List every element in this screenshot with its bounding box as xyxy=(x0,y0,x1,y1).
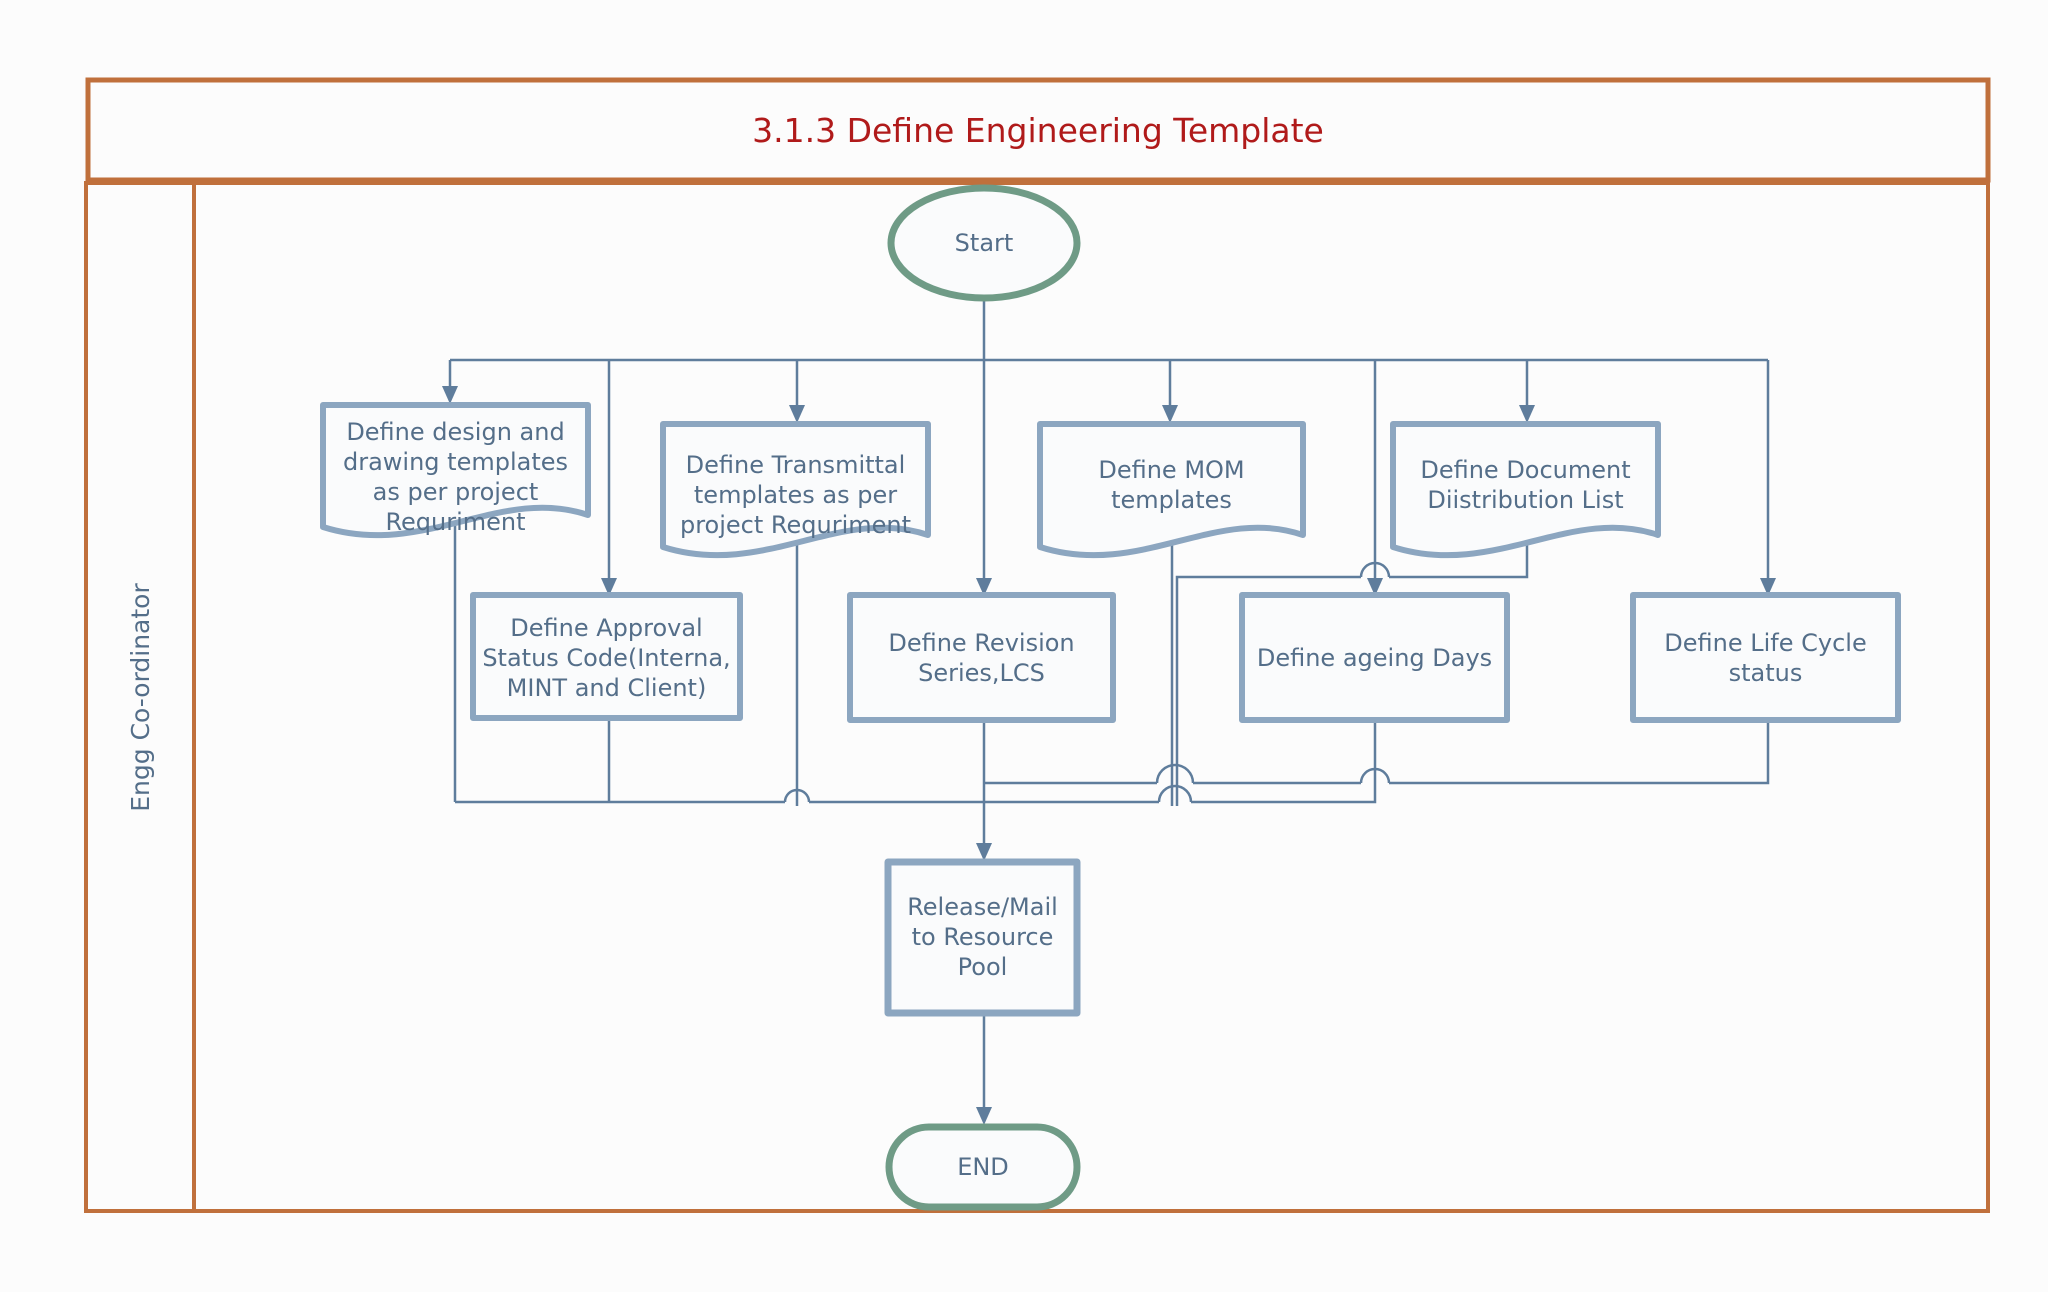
connector-lines xyxy=(442,299,1776,1125)
page-title: 3.1.3 Define Engineering Template xyxy=(752,110,1324,150)
release-label: Release/Mail to Resource Pool xyxy=(907,893,1058,981)
approval-label: Define Approval Status Code(Interna, MIN… xyxy=(482,614,731,702)
document-shape-define-transmittal xyxy=(660,421,931,559)
end-terminator-shape xyxy=(885,1123,1081,1211)
doc-distribution-label: Define Document Diistribution List xyxy=(1420,456,1631,514)
swimlane-frame xyxy=(84,181,1990,1213)
revision-label: Define Revision Series,LCS xyxy=(888,629,1075,687)
process-shape-ageing xyxy=(1239,592,1510,723)
lifecycle-label: Define Life Cycle status xyxy=(1664,629,1867,687)
process-shape-release xyxy=(884,858,1081,1017)
process-shape-lifecycle xyxy=(1630,592,1901,723)
ageing-label: Define ageing Days xyxy=(1256,644,1493,672)
process-shape-revision xyxy=(847,592,1116,723)
document-shape-define-distribution xyxy=(1390,421,1661,559)
start-terminator-shape xyxy=(887,184,1081,302)
swimlane-label: Engg Co-ordinator xyxy=(125,582,155,812)
process-shape-approval xyxy=(470,592,743,721)
doc-mom-label: Define MOM templates xyxy=(1098,456,1245,514)
document-shape-define-mom xyxy=(1037,421,1306,559)
title-band-frame xyxy=(85,77,1991,183)
document-shape-define-design xyxy=(320,402,591,539)
doc-transmittal-label: Define Transmittal templates as per proj… xyxy=(679,451,912,539)
doc-design-label: Define design and drawing templates as p… xyxy=(342,417,569,536)
end-label: END xyxy=(957,1153,1009,1181)
swimlane-header: Engg Co-ordinator xyxy=(86,183,194,1211)
start-label: Start xyxy=(954,229,1014,257)
